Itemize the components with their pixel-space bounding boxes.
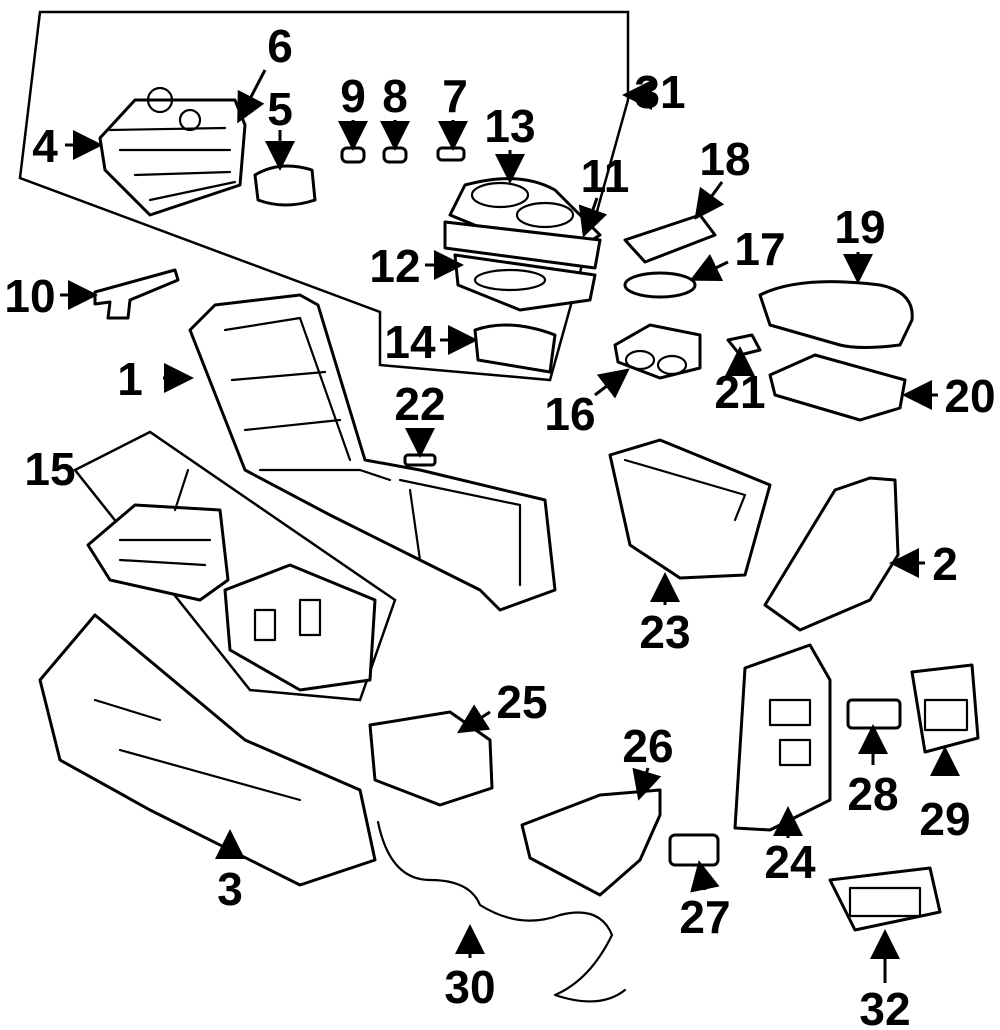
callout-20: 20 [944,370,995,422]
callout-16: 16 [544,388,595,440]
leader-16 [594,368,630,399]
callout-14: 14 [384,316,436,368]
callout-8: 8 [382,70,408,122]
callout-18: 18 [699,133,750,185]
callout-labels: 1 2 3 4 5 6 7 8 9 10 11 12 13 14 15 16 1… [4,20,995,1030]
part-29-panel [910,663,980,754]
callout-5: 5 [267,83,293,135]
leader-18 [694,181,725,220]
callout-31: 31 [634,66,685,118]
part-10-bracket [93,268,180,320]
leader-11 [578,197,608,238]
callout-21: 21 [714,366,765,418]
callout-28: 28 [847,768,898,820]
callout-15: 15 [24,443,75,495]
group-box-31 [18,10,630,382]
callout-25: 25 [496,676,547,728]
part-4-tray [98,86,247,217]
callout-29: 29 [919,793,970,845]
callout-1: 1 [117,353,143,405]
callout-6: 6 [267,20,293,72]
leader-25 [456,704,491,734]
callout-30: 30 [444,961,495,1013]
callout-27: 27 [679,891,730,943]
callout-2: 2 [932,538,958,590]
part-24-trim-panel [733,643,832,832]
part-27-switch [668,833,720,867]
callout-9: 9 [340,70,366,122]
part-21-clip [726,333,762,357]
part-12-frame [453,253,597,312]
part-14-insert [473,323,557,374]
leader-17 [689,254,729,282]
callout-22: 22 [394,378,445,430]
callout-26: 26 [622,720,673,772]
leader-27 [690,860,720,893]
leader-lines [60,69,960,983]
part-1-console [188,293,557,612]
part-30-wiring-harness [376,820,627,1003]
callout-32: 32 [859,983,910,1030]
part-5-knob [253,164,317,207]
part-20-lid-base [768,353,907,422]
part-11-bezel [443,220,602,270]
part-7-bulb [436,146,466,162]
part-18-latch [623,213,717,264]
callout-24: 24 [764,836,816,888]
part-15-shifter [86,468,377,692]
part-25-duct [368,710,494,807]
callout-4: 4 [32,120,58,172]
part-2-bracket [763,476,900,632]
callout-7: 7 [442,70,468,122]
leader-6 [237,69,267,124]
callout-11: 11 [581,150,630,202]
part-26-bracket [520,788,662,897]
callout-17: 17 [734,223,785,275]
callout-23: 23 [639,606,690,658]
group-box-15 [73,430,397,702]
leader-26 [632,767,662,801]
part-17-mat [623,271,697,299]
part-32-display [828,866,942,932]
part-9-bulb [340,146,366,164]
part-23-bin [608,438,772,580]
part-3-lower-panel [38,613,377,887]
part-19-armrest-lid [758,280,914,349]
callout-19: 19 [834,201,885,253]
part-16-cup-holder [613,323,702,380]
part-28-switch [846,698,902,730]
callout-13: 13 [484,100,535,152]
callout-10: 10 [4,270,55,322]
callout-3: 3 [217,863,243,915]
callout-12: 12 [369,240,420,292]
part-8-bulb [382,146,408,164]
part-22-clip [403,453,437,467]
